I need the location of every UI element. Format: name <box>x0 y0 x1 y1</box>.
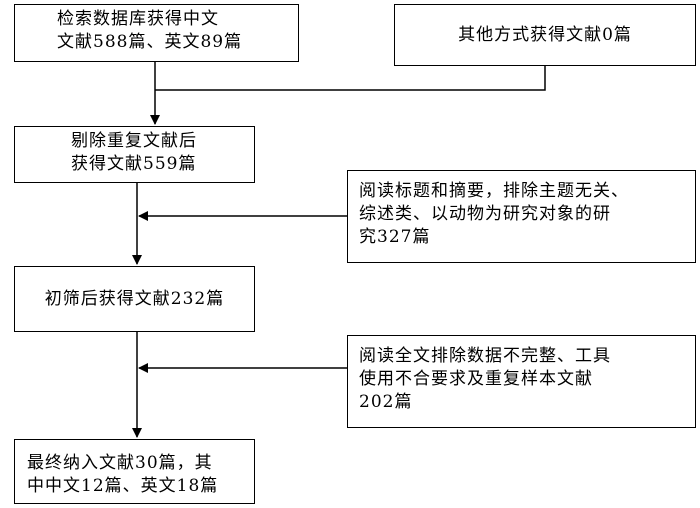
exclusion-title-abstract-line3: 究327篇 <box>359 227 431 247</box>
exclusion-full-text-line3: 202篇 <box>359 392 413 412</box>
other-sources-line1: 其他方式获得文献0篇 <box>458 25 632 45</box>
exclusion-full-text-line2: 使用不合要求及重复样本文献 <box>359 369 593 389</box>
after-dedup-line1: 剔除重复文献后 <box>71 131 197 151</box>
exclusion-title-abstract-line1: 阅读标题和摘要，排除主题无关、 <box>359 181 629 201</box>
after-screening-line1: 初筛后获得文献232篇 <box>44 289 225 309</box>
after-screening-box: 初筛后获得文献232篇 <box>14 266 255 332</box>
other-sources-box: 其他方式获得文献0篇 <box>394 4 696 66</box>
after-dedup-box: 剔除重复文献后 获得文献559篇 <box>14 126 255 183</box>
database-search-line1: 检索数据库获得中文 <box>57 9 219 29</box>
final-included-line2: 中中文12篇、英文18篇 <box>27 476 219 496</box>
final-included-line1: 最终纳入文献30篇，其 <box>27 453 213 473</box>
merge-connector-line <box>155 66 546 91</box>
exclusion-title-abstract-box: 阅读标题和摘要，排除主题无关、 综述类、以动物为研究对象的研 究327篇 <box>347 170 696 263</box>
database-search-line2: 文献588篇、英文89篇 <box>57 32 243 52</box>
final-included-box: 最终纳入文献30篇，其 中中文12篇、英文18篇 <box>14 439 255 504</box>
exclusion-title-abstract-line2: 综述类、以动物为研究对象的研 <box>359 204 611 224</box>
database-search-box: 检索数据库获得中文 文献588篇、英文89篇 <box>14 4 299 62</box>
exclusion-full-text-line1: 阅读全文排除数据不完整、工具 <box>359 346 611 366</box>
exclusion-full-text-box: 阅读全文排除数据不完整、工具 使用不合要求及重复样本文献 202篇 <box>347 335 696 428</box>
after-dedup-line2: 获得文献559篇 <box>71 154 197 174</box>
